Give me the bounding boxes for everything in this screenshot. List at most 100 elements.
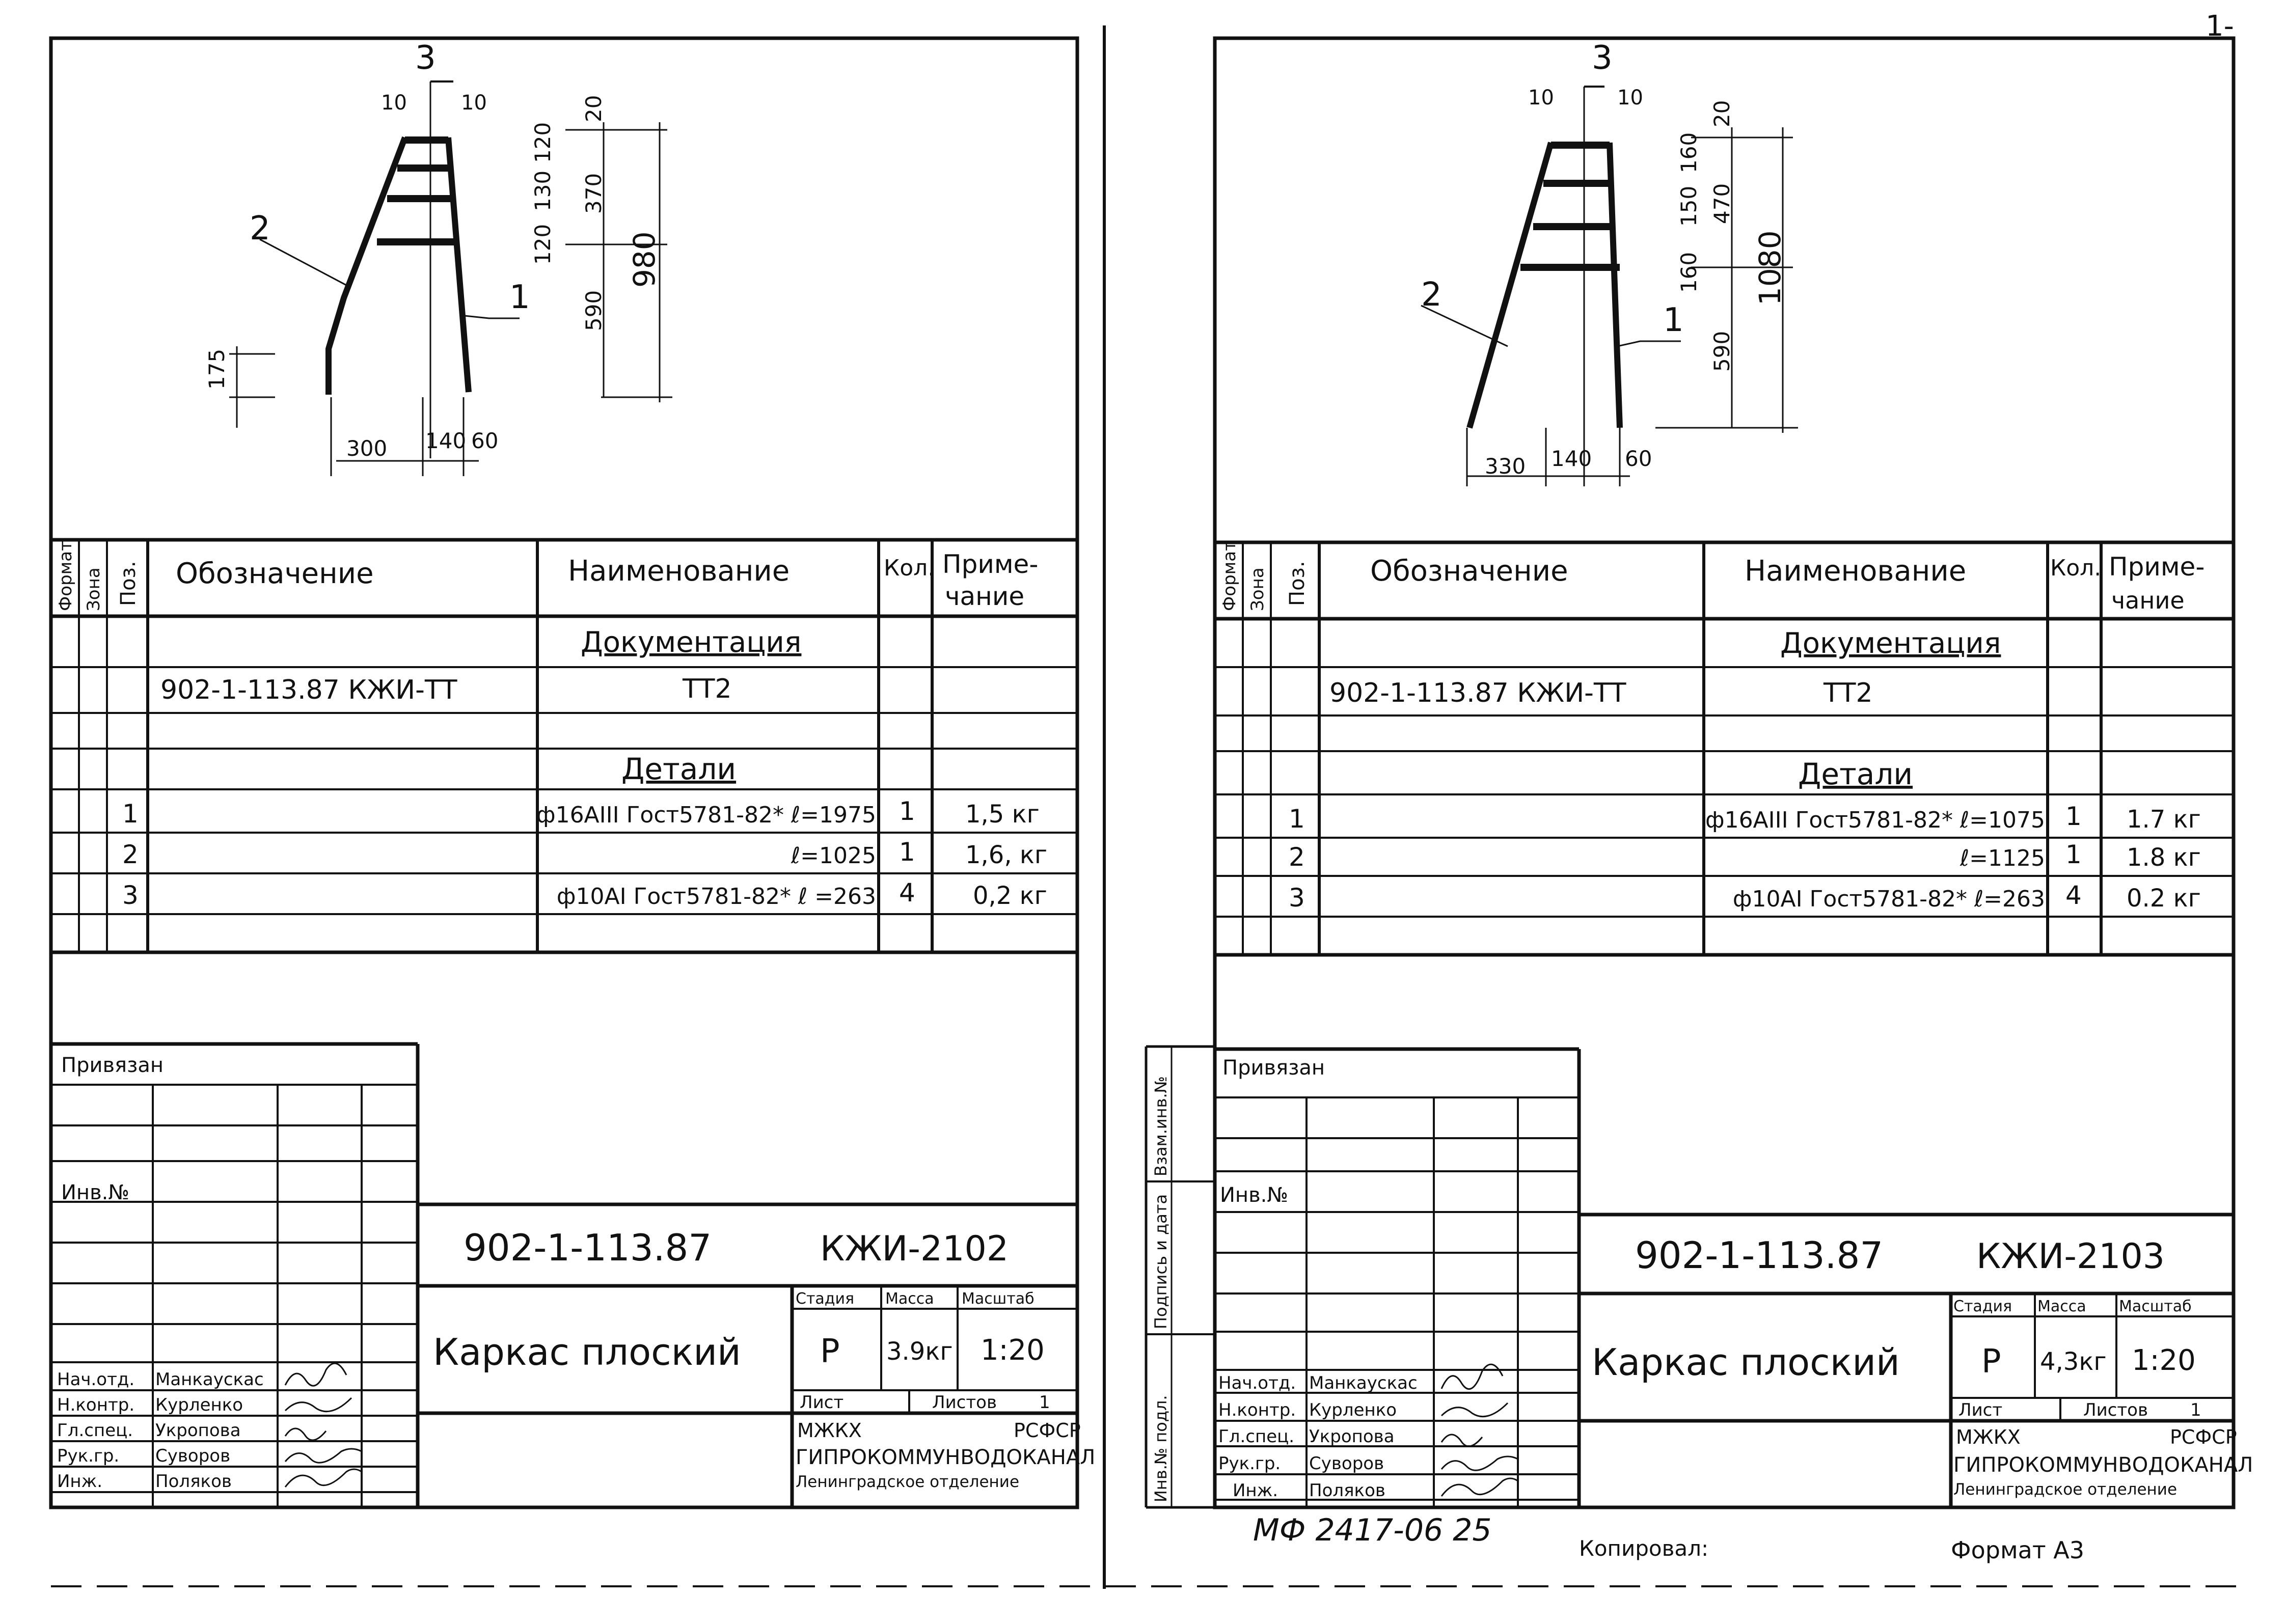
bottom-note-copied: Копировал: (1579, 1536, 1708, 1561)
sheet-2-row1-note: 1.7 кг (2127, 805, 2201, 834)
sheet-1-row3-note: 0,2 кг (973, 882, 1047, 910)
sheet-2-side-label-3: Инв.№ подл. (1151, 1395, 1171, 1502)
sheet-2-dim-top-off: 20 (1709, 100, 1734, 127)
sheet-2-h-zone: Зона (1247, 567, 1268, 611)
sheet-1-name-5: Поляков (155, 1471, 232, 1492)
sheet-1-role-1: Нач.отд. (57, 1369, 134, 1390)
sheet-1-dim-top-off: 20 (581, 95, 606, 122)
sheet-1-name-2: Курленко (155, 1395, 243, 1415)
sheet-1-sheets-value: 1 (1039, 1392, 1050, 1413)
sheet-1-dim-s3: 120 (530, 224, 555, 265)
sheet-1-dim-total: 980 (627, 231, 662, 288)
sheet-2-row3-name: ф10АI Гост5781-82* ℓ=263 (1733, 886, 2045, 912)
sheet-2-role-4: Рук.гр. (1218, 1453, 1281, 1474)
sheet-1: 3 2 1 10 10 20 120 130 120 370 590 980 1… (49, 36, 1095, 1509)
sheet-2-org4: Ленинградское отделение (1953, 1480, 2177, 1499)
sheet-1-mass: 3.9кг (886, 1337, 953, 1366)
sheet-2-dim-total: 1080 (1753, 230, 1787, 306)
sheet-1-dim-w2: 140 (425, 428, 466, 453)
sheet-2-h-name: Наименование (1745, 555, 1966, 588)
sheet-1-row1-qty: 1 (899, 796, 915, 826)
sheet-1-role-2: Н.контр. (57, 1395, 134, 1415)
sheet-1-name-4: Суворов (155, 1446, 230, 1466)
sheet-1-bar-a: 10 (381, 91, 407, 115)
sheet-2-sheets-label: Листов (2083, 1400, 2148, 1420)
sheet-1-h-stage: Стадия (796, 1290, 854, 1308)
sheet-2-name-3: Укропова (1309, 1426, 1395, 1447)
sheet-2-scale: 1:20 (2132, 1344, 2196, 1377)
sheet-1-frame (49, 36, 1079, 1509)
sheet-2-signatures (1440, 1363, 1518, 1497)
sheet-2-h-scale: Масштаб (2119, 1298, 2192, 1315)
sheet-2-bar-a: 10 (1528, 86, 1554, 109)
sheet-2-dim-w2: 140 (1551, 446, 1592, 471)
sheet-2-row3-note: 0.2 кг (2127, 884, 2201, 913)
sheet-2-dim-w3: 60 (1625, 446, 1652, 471)
sheet-2-cage-drawing (1421, 86, 1798, 486)
sheet-1-section-docs: Документация (581, 626, 801, 659)
sheet-1-doc-name: ТТ2 (682, 674, 732, 704)
sheet-2-dim-s1: 160 (1676, 132, 1701, 173)
sheet-1-dim-w1: 300 (346, 436, 387, 461)
sheet-2-title-block (1215, 1047, 2234, 1507)
sheet-1-h-note2: чание (945, 582, 1024, 611)
sheet-2-dim-s2: 150 (1676, 186, 1701, 227)
sheet-1-list-label: Лист (800, 1392, 843, 1413)
sheet-1-pos-b: 2 (250, 210, 270, 247)
sheet-2-section-parts: Детали (1798, 757, 1913, 791)
sheet-2-dim-bottom: 590 (1709, 331, 1734, 372)
sheet-2-dim-s3: 160 (1676, 252, 1701, 293)
sheet-1-h-pos: Поз. (117, 561, 140, 606)
sheet-1-org2: РСФСР (1014, 1419, 1081, 1442)
sheet-1-stage: Р (820, 1333, 840, 1370)
sheet-2-row2-qty: 1 (2065, 840, 2082, 869)
sheet-1-h-zone: Зона (84, 567, 104, 611)
sheet-1-pos-c: 1 (509, 279, 530, 316)
sheet-2-h-mass: Масса (2037, 1298, 2086, 1315)
bottom-note-code: МФ 2417-06 25 (1253, 1512, 1492, 1548)
sheet-1-row2-pos: 2 (122, 840, 139, 869)
sheet-1-row3-name: ф10АI Гост5781-82* ℓ =263 (557, 884, 876, 910)
sheet-2-h-qty: Кол. (2050, 555, 2101, 581)
sheet-2-list-label: Лист (1958, 1400, 2002, 1420)
sheet-1-row2-qty: 1 (899, 837, 915, 867)
sheet-2-pos-c: 1 (1663, 301, 1684, 339)
sheet-1-h-name: Наименование (568, 555, 790, 588)
sheet-2-row1-pos: 1 (1289, 804, 1305, 834)
sheet-2-row3-qty: 4 (2065, 880, 2082, 910)
sheet-1-dim-hook: 175 (204, 349, 229, 390)
sheet-2-h-form: Формат (1219, 541, 1240, 611)
sheet-1-h-designation: Обозначение (176, 557, 374, 590)
sheet-2-row2-name: ℓ=1125 (1960, 845, 2045, 871)
sheet-2-row3-pos: 3 (1289, 883, 1305, 913)
sheet-2-role-1: Нач.отд. (1218, 1373, 1296, 1393)
sheet-2-row2-note: 1.8 кг (2127, 843, 2201, 872)
sheet-1-row1-note: 1,5 кг (965, 800, 1040, 829)
sheet-1-h-mass: Масса (885, 1290, 934, 1308)
sheet-1-bar-b: 10 (461, 91, 487, 115)
sheet-2-org3: ГИПРОКОММУНВОДОКАНАЛ (1953, 1453, 2253, 1477)
sheet-1-role-5: Инж. (57, 1471, 102, 1492)
sheet-2-code: КЖИ-2103 (1976, 1236, 2165, 1277)
sheet-1-role-4: Рук.гр. (57, 1446, 119, 1466)
sheet-2-name-4: Суворов (1309, 1453, 1384, 1474)
sheet-2-pos-b: 2 (1421, 276, 1442, 314)
sheet-2-stage: Р (1981, 1343, 2001, 1381)
sheet-1-dim-bottom: 590 (581, 290, 606, 331)
sheet-1-h-scale: Масштаб (962, 1290, 1035, 1308)
sheet-1-spec-table (51, 540, 1077, 954)
sheet-1-doc-designation: 902-1-113.87 КЖИ-ТТ (160, 675, 457, 705)
sheet-2-h-designation: Обозначение (1370, 555, 1568, 588)
sheet-1-inv-no: Инв.№ (61, 1181, 129, 1204)
sheet-1-privyazan: Привязан (61, 1054, 164, 1077)
sheet-2-role-3: Гл.спец. (1218, 1426, 1294, 1447)
sheet-2-inv-no: Инв.№ (1220, 1183, 1288, 1207)
sheet-2-pos-a: 3 (1592, 39, 1613, 77)
sheet-1-dim-s1: 120 (530, 122, 555, 163)
sheet-1-row1-pos: 1 (122, 799, 139, 829)
sheet-2-h-stage: Стадия (1953, 1298, 2012, 1315)
sheet-1-sheets-label: Листов (932, 1392, 997, 1413)
sheet-1-org4: Ленинградское отделение (796, 1473, 1019, 1491)
sheet-2-role-2: Н.контр. (1218, 1400, 1296, 1420)
